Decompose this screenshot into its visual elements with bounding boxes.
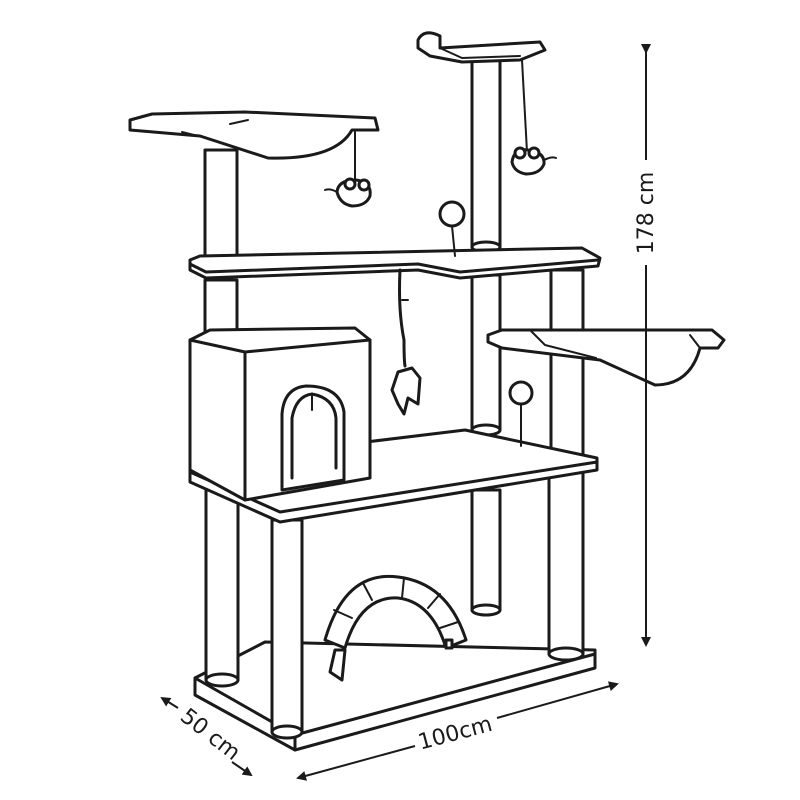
width-label: 100cm — [416, 712, 495, 756]
upper-left-post — [203, 148, 239, 262]
mouse-toy-right — [510, 59, 557, 176]
pompom-toy-upper — [438, 200, 466, 257]
base-plate — [193, 640, 597, 752]
back-lower-posts — [470, 488, 502, 617]
right-hammock — [486, 328, 726, 387]
tunnel-arch — [323, 574, 468, 682]
pompom-toy-lower — [508, 380, 534, 447]
tall-center-post — [470, 55, 502, 254]
top-perch — [416, 31, 547, 64]
height-dimension: 178 cm — [634, 44, 659, 647]
rope-toy — [390, 268, 422, 416]
cat-house — [188, 326, 372, 502]
lower-front-posts — [204, 468, 585, 740]
top-left-hammock — [128, 110, 380, 160]
upper-shelf — [188, 246, 602, 280]
mouse-toy-left — [324, 131, 372, 208]
height-label: 178 cm — [634, 172, 659, 255]
